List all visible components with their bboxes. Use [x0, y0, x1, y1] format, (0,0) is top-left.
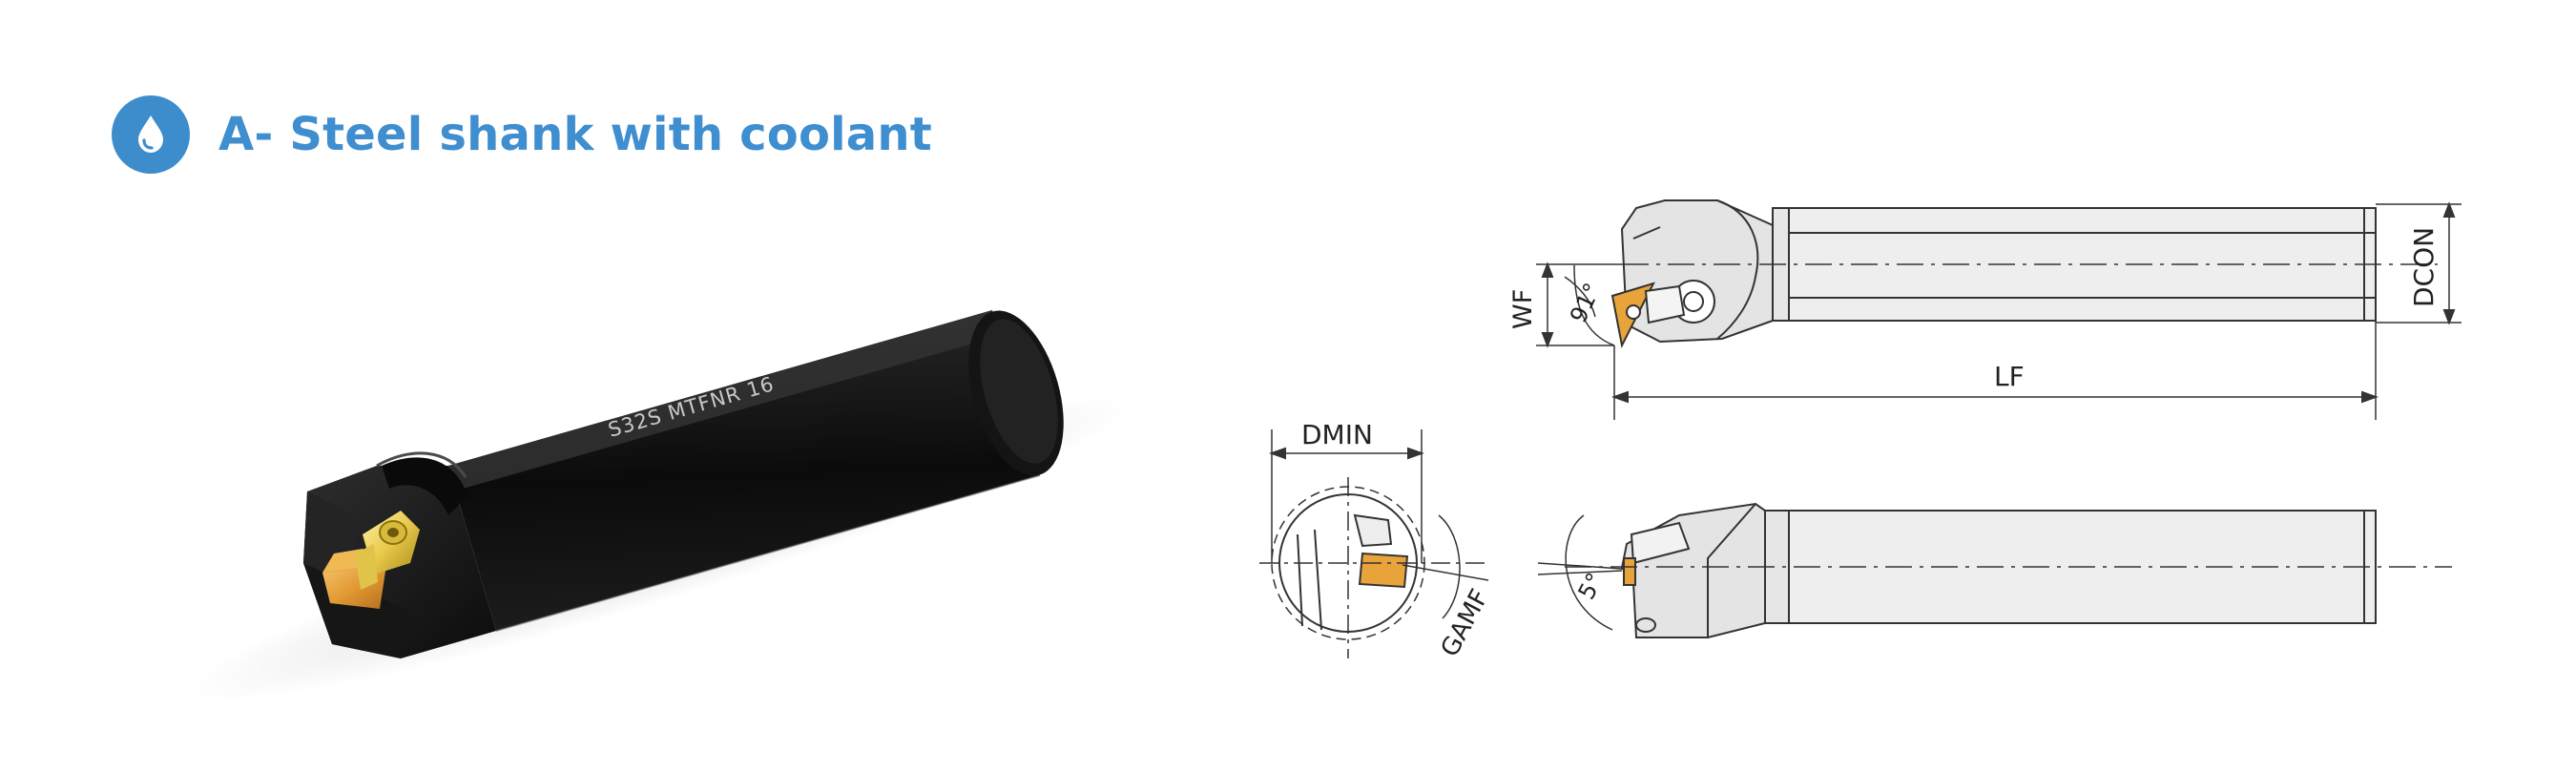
- coolant-drop-icon: [112, 95, 190, 174]
- label-gamf: GAMF: [1436, 585, 1495, 662]
- label-angle-5: 5°: [1573, 569, 1610, 604]
- bore-view: [1259, 477, 1489, 658]
- side-head: [1620, 502, 1766, 638]
- product-photo: S32S MTFNR 16: [183, 310, 1133, 702]
- lf-dimension: [1611, 321, 2379, 420]
- bore-insert: [1358, 552, 1409, 589]
- wf-dimension: [1536, 261, 1622, 348]
- label-wf: WF: [1508, 289, 1538, 329]
- label-dcon: DCON: [2408, 227, 2440, 307]
- section-title: A- Steel shank with coolant: [218, 108, 932, 161]
- insert-clamp: [355, 511, 420, 590]
- tool-shank: [448, 310, 1064, 632]
- dmin-dimension: [1269, 429, 1424, 563]
- side-view: [1537, 502, 2452, 638]
- section-header: A- Steel shank with coolant: [112, 94, 932, 175]
- label-lf: LF: [1994, 361, 2025, 392]
- side-insert: [1623, 557, 1636, 586]
- top-view: [1610, 199, 2438, 349]
- label-dmin: DMIN: [1301, 419, 1373, 450]
- dcon-dimension: [2376, 201, 2462, 325]
- drop-glyph: [138, 115, 163, 153]
- label-angle-91: 91°: [1565, 279, 1606, 326]
